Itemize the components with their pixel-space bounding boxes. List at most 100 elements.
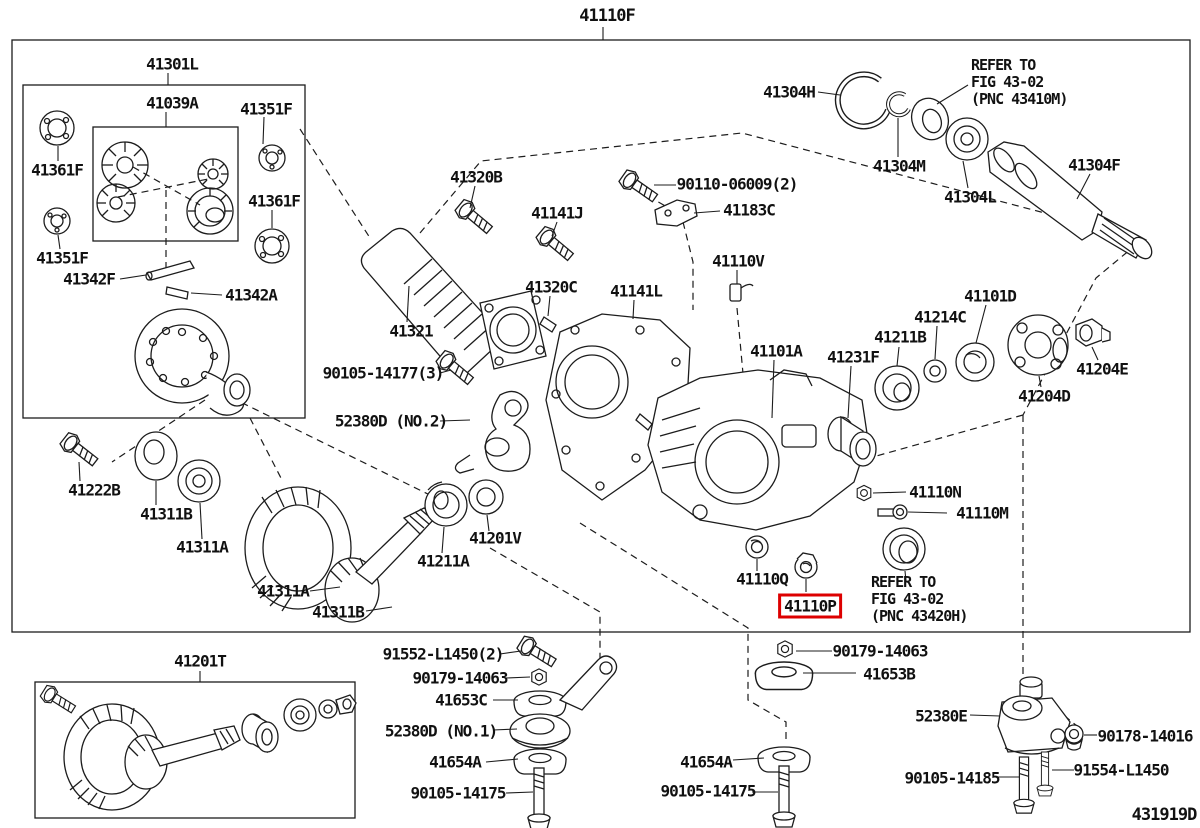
part-label-41311b: 41311B — [140, 504, 193, 524]
part-label-41204e: 41204E — [1076, 359, 1129, 379]
part-label-41653b: 41653B — [863, 664, 916, 684]
bolt-91552-drawing — [514, 633, 560, 672]
part-label-41321: 41321 — [389, 321, 433, 341]
part-label-90105-14185: 90105-14185 — [904, 768, 1001, 788]
cushion-41653b-drawing — [754, 661, 814, 691]
diagram-frames — [11, 39, 1191, 819]
side-gear-thrust-washer-2-drawing — [258, 144, 286, 172]
part-label-41110n: 41110N — [909, 482, 962, 502]
part-label-41110v: 41110V — [712, 251, 765, 271]
washer-41311b-drawing — [134, 431, 178, 481]
part-label-91552-l1450-2-: 91552-L1450(2) — [382, 644, 505, 664]
bracket-52380e-drawing — [997, 676, 1071, 755]
nut-90178-drawing — [1064, 724, 1084, 751]
part-label-41351f: 41351F — [240, 99, 293, 119]
bolt-41320b-drawing — [452, 196, 497, 239]
nut-90179-left-drawing — [531, 668, 547, 686]
diff-case-subassembly-box — [22, 84, 306, 419]
part-label-41304h: 41304H — [763, 82, 816, 102]
washer-41214c-drawing — [923, 359, 947, 383]
bolt-91554-drawing — [1036, 751, 1054, 797]
spider-bevel-gear-2 — [197, 158, 229, 190]
part-label-41214c: 41214C — [914, 307, 967, 327]
part-label-41304f: 41304F — [1068, 155, 1121, 175]
part-label-41201t: 41201T — [174, 651, 227, 671]
extension-tube-drawing — [360, 227, 547, 376]
ring-gear-and-pinion-drawing — [244, 486, 437, 623]
dowel-pin-41111d-drawing — [635, 413, 653, 431]
nut-90179-right-drawing — [777, 640, 793, 658]
main-assembly-box — [11, 39, 1191, 633]
bolt-90110-drawing — [616, 166, 662, 207]
washer-41201v-drawing — [468, 479, 504, 515]
breather-plug-drawing — [729, 283, 754, 302]
bracket-41183c-drawing — [654, 199, 698, 227]
part-label-90179-14063: 90179-14063 — [832, 641, 929, 661]
diff-case-kit-drawing — [39, 110, 290, 416]
cushion-41653c-drawing — [513, 690, 567, 717]
part-label-41039a: 41039A — [146, 93, 199, 113]
diff-carrier-housing-drawing — [647, 369, 869, 531]
part-label-41110q: 41110Q — [736, 569, 789, 589]
dowel-pin-41320c-drawing — [539, 316, 557, 333]
plug-41110p-drawing — [794, 552, 818, 579]
part-label-90178-14016: 90178-14016 — [1097, 726, 1194, 746]
part-label-41211a: 41211A — [417, 551, 470, 571]
bolt-41141j-drawing — [533, 223, 578, 266]
part-label-41342a: 41342A — [225, 285, 278, 305]
bracket-52380d-no1-drawing — [509, 655, 618, 749]
part-label-41311a: 41311A — [176, 537, 229, 557]
part-label-41204d: 41204D — [1018, 386, 1071, 406]
leader-lines — [57, 27, 1099, 794]
part-label-41653c: 41653C — [435, 690, 488, 710]
part-label-41141l: 41141L — [610, 281, 663, 301]
part-label-41201v: 41201V — [469, 528, 522, 548]
final-gear-kit-box — [34, 681, 356, 819]
note-refer-fig43-02-top: REFER TO FIG 43-02 (PNC 43410M) — [971, 56, 1068, 108]
bushing-41231f-drawing — [827, 415, 877, 467]
washer-41110q-drawing — [745, 535, 769, 559]
part-label-41183c: 41183C — [723, 200, 776, 220]
part-label-41211b: 41211B — [874, 327, 927, 347]
final-gear-kit-drawing — [38, 682, 357, 811]
part-label-52380d-no-1-: 52380D (NO.1) — [384, 721, 498, 741]
bearing-41211a-drawing — [424, 481, 468, 527]
flange-nut-41204e-drawing — [1075, 318, 1111, 347]
part-label-41231f: 41231F — [827, 347, 880, 367]
part-label-41361f: 41361F — [248, 191, 301, 211]
pinion-shaft-pin-drawing — [145, 260, 195, 281]
part-label-41351f: 41351F — [36, 248, 89, 268]
intermediate-shaft-drawing — [987, 141, 1153, 260]
bearing-41304l-drawing — [945, 117, 989, 161]
side-gear-thrust-washer-drawing — [39, 110, 75, 146]
companion-flange-drawing — [1007, 314, 1069, 376]
bolt-41110m-drawing — [877, 504, 908, 520]
part-label-90105-14177-3-: 90105-14177(3) — [322, 363, 445, 383]
part-label-41342f: 41342F — [63, 269, 116, 289]
oil-seal-43420h-drawing — [882, 527, 926, 571]
bolt-41222b-drawing — [57, 429, 102, 471]
diff-case-drawing — [134, 308, 251, 416]
bearing-41211b-drawing — [874, 365, 920, 411]
note-refer-fig43-02-bottom: REFER TO FIG 43-02 (PNC 43420H) — [871, 573, 968, 625]
pinion-thrust-washer-drawing — [43, 207, 71, 235]
bracket-52380d-no2-drawing — [454, 390, 531, 474]
spider-bevel-gear-3 — [96, 183, 136, 223]
figure-code: 431919D — [1131, 805, 1198, 825]
part-label-41654a: 41654A — [429, 752, 482, 772]
bearing-41311a-drawing — [177, 459, 221, 503]
part-label-41222b: 41222B — [68, 480, 121, 500]
part-label-41320c: 41320C — [525, 277, 578, 297]
part-label-90110-06009-2-: 90110-06009(2) — [676, 174, 799, 194]
part-label-91554-l1450: 91554-L1450 — [1073, 760, 1170, 780]
part-label-41304l: 41304L — [944, 187, 997, 207]
spider-bevel-gear-1 — [101, 141, 149, 189]
part-label-41311a: 41311A — [257, 581, 310, 601]
part-label-52380e: 52380E — [915, 706, 968, 726]
side-gear-drawing — [186, 187, 234, 235]
part-label-41311b: 41311B — [312, 602, 365, 622]
part-label-41110m: 41110M — [956, 503, 1009, 523]
bolt-90105-14175-right-drawing — [772, 765, 796, 828]
